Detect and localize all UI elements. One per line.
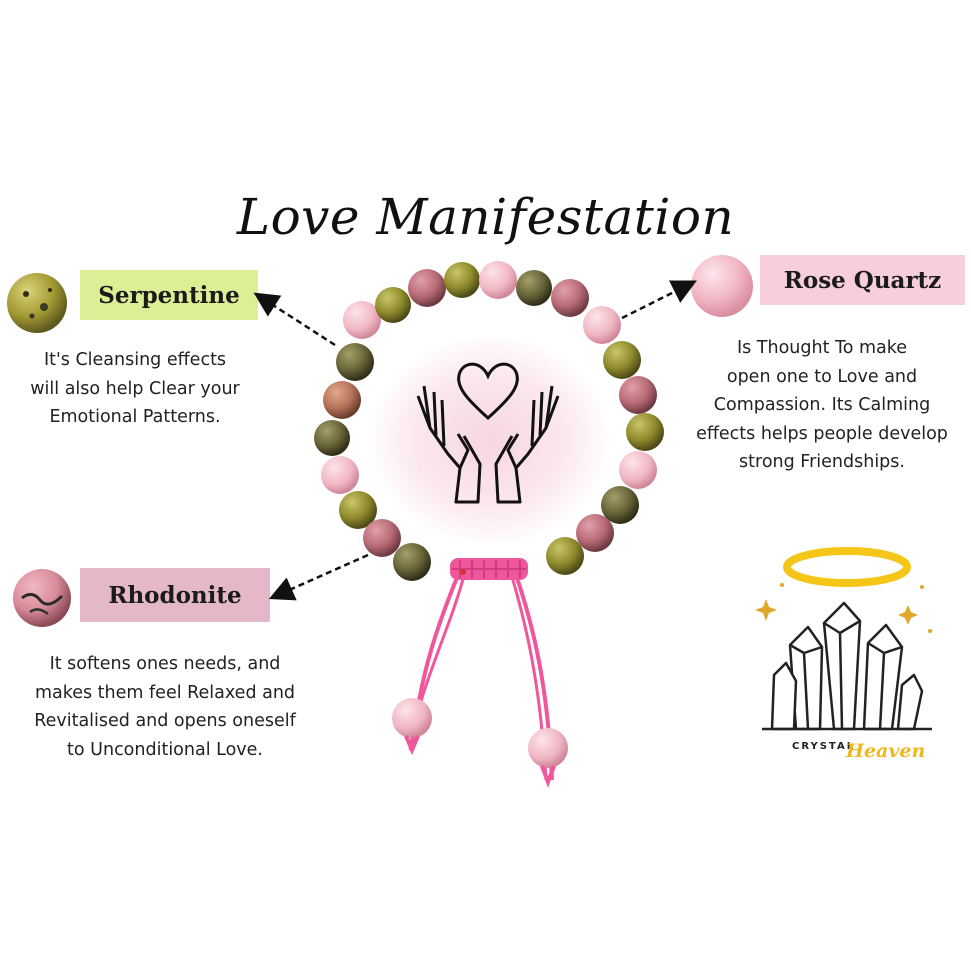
rhodonite-bead-swatch: [13, 569, 71, 627]
brand-wordmark-heaven: Heaven: [846, 740, 926, 762]
rose-quartz-arrow: [621, 280, 697, 320]
serpentine-label: Serpentine: [80, 270, 258, 320]
sparkle-icon: [755, 599, 777, 621]
serpentine-description: It's Cleansing effects will also help Cl…: [30, 350, 240, 427]
crystal-cluster-icon: [762, 601, 932, 731]
rose-quartz-label: Rose Quartz: [760, 255, 965, 305]
heart-hands-icon: [416, 362, 560, 504]
brand-wordmark-crystal: CRYSTAL: [792, 741, 856, 752]
serpentine-arrow: [253, 292, 336, 347]
serpentine-bead-swatch: [7, 273, 67, 333]
sparkle-icon: [898, 605, 918, 625]
rhodonite-arrow: [268, 553, 369, 601]
rhodonite-description: It softens ones needs, and makes them fe…: [34, 654, 296, 760]
halo-icon: [783, 547, 911, 587]
rhodonite-label: Rhodonite: [80, 568, 270, 622]
bracelet-image: [314, 261, 664, 788]
rose-quartz-bead-swatch: [691, 255, 753, 317]
rose-quartz-description: Is Thought To make open one to Love and …: [696, 338, 948, 472]
crystal-heaven-logo: [755, 547, 932, 731]
page-title: Love Manifestation: [236, 188, 735, 246]
